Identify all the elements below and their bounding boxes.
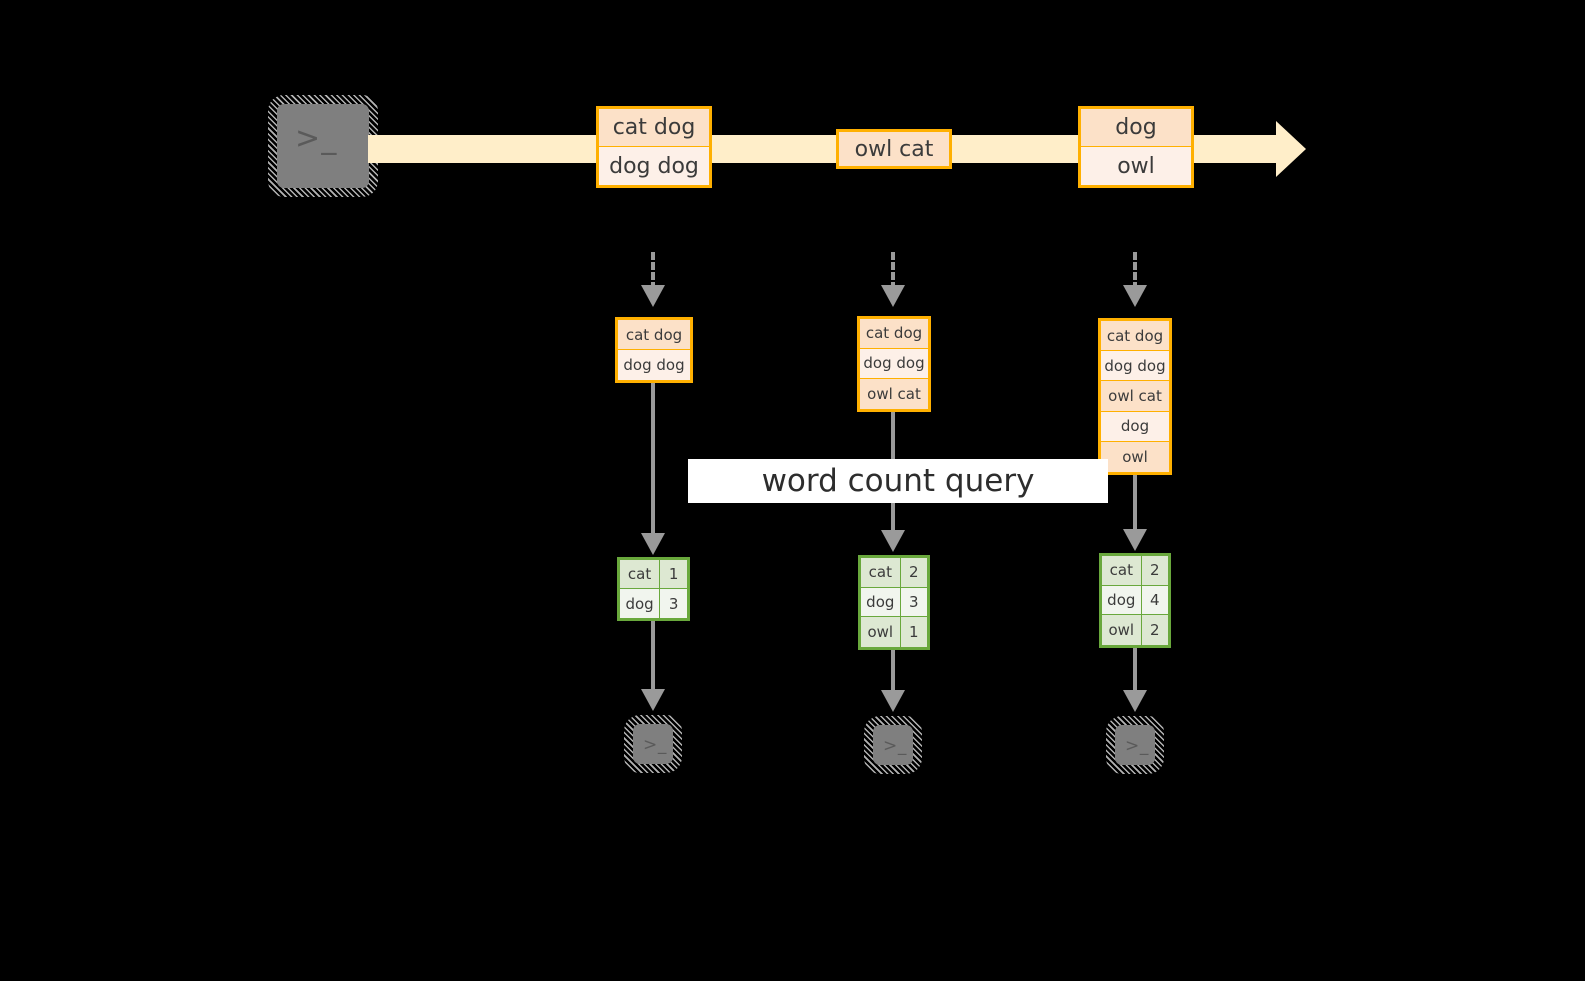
record-line: cat dog: [599, 109, 709, 147]
dashed-connector-2: [891, 252, 895, 290]
terminal-prompt-glyph: >_: [643, 735, 668, 755]
table-row: dog dog: [1101, 351, 1169, 382]
result-count: 1: [900, 617, 927, 647]
record-line: owl cat: [839, 132, 949, 166]
table-row: owl 1: [861, 617, 927, 647]
result-count: 2: [1141, 556, 1168, 585]
snapshot-2-input-table: cat dog dog dog owl cat: [857, 316, 931, 412]
snapshot-3-result-table: cat 2 dog 4 owl 2: [1099, 553, 1171, 648]
table-row: owl: [1101, 441, 1169, 472]
sink-connector-2-arrowhead: [881, 690, 905, 712]
terminal-screen: [1115, 725, 1155, 765]
stream-batch-2: owl cat: [836, 129, 952, 169]
caption-label: word count query: [761, 463, 1035, 499]
result-word: dog: [861, 587, 901, 617]
table-row: dog 4: [1102, 585, 1168, 616]
query-connector-3: [1133, 475, 1137, 535]
dashed-connector-1: [651, 252, 655, 290]
snapshot-2-result-table: cat 2 dog 3 owl 1: [858, 555, 930, 650]
snapshot-3-sink-terminal-icon: >_: [1106, 716, 1164, 774]
result-word: dog: [1102, 585, 1142, 615]
sink-connector-2: [891, 650, 895, 696]
terminal-prompt-glyph: >_: [883, 736, 908, 756]
result-word: cat: [620, 560, 661, 588]
table-row: cat dog: [618, 320, 690, 350]
result-word: cat: [861, 558, 901, 587]
terminal-prompt-glyph: >_: [295, 121, 338, 156]
snapshot-1-result-table: cat 1 dog 3: [617, 557, 690, 621]
source-terminal-icon: >_: [268, 95, 378, 197]
result-word: owl: [861, 617, 901, 647]
table-row: dog: [1101, 411, 1169, 442]
query-connector-3-arrowhead: [1123, 529, 1147, 551]
record-line: owl: [1081, 147, 1191, 185]
table-row: owl cat: [860, 378, 928, 409]
result-word: dog: [620, 589, 661, 618]
stream-batch-3: dog owl: [1078, 106, 1194, 188]
snapshot-3-input-table: cat dog dog dog owl cat dog owl: [1098, 318, 1172, 475]
table-row: dog dog: [618, 350, 690, 380]
snapshot-2-sink-terminal-icon: >_: [864, 716, 922, 774]
table-row: cat dog: [860, 319, 928, 349]
terminal-prompt-glyph: >_: [1125, 736, 1150, 756]
dashed-connector-3-arrowhead: [1123, 285, 1147, 307]
terminal-screen: [277, 104, 369, 188]
table-row: owl 2: [1102, 615, 1168, 645]
terminal-screen: [873, 725, 913, 765]
query-connector-1-arrowhead: [641, 533, 665, 555]
result-count: 1: [660, 560, 687, 588]
query-connector-1: [651, 383, 655, 539]
query-connector-2-arrowhead: [881, 530, 905, 552]
snapshot-1-sink-terminal-icon: >_: [624, 715, 682, 773]
table-row: cat dog: [1101, 321, 1169, 352]
result-count: 2: [900, 558, 927, 587]
table-row: cat 2: [1102, 556, 1168, 586]
sink-connector-3: [1133, 648, 1137, 696]
result-count: 2: [1141, 615, 1168, 645]
sink-connector-1-arrowhead: [641, 689, 665, 711]
result-count: 3: [660, 589, 687, 618]
table-row: cat 2: [861, 558, 927, 588]
table-row: dog 3: [861, 587, 927, 618]
table-row: cat 1: [620, 560, 687, 589]
result-word: owl: [1102, 615, 1142, 645]
table-row: dog 3: [620, 589, 687, 618]
terminal-screen: [633, 724, 673, 764]
dashed-connector-2-arrowhead: [881, 285, 905, 307]
record-line: dog: [1081, 109, 1191, 147]
sink-connector-3-arrowhead: [1123, 690, 1147, 712]
stream-batch-1: cat dog dog dog: [596, 106, 712, 188]
snapshot-1-input-table: cat dog dog dog: [615, 317, 693, 383]
dashed-connector-1-arrowhead: [641, 285, 665, 307]
dashed-connector-3: [1133, 252, 1137, 290]
word-count-query-caption: word count query: [688, 459, 1108, 503]
record-line: dog dog: [599, 147, 709, 185]
table-row: dog dog: [860, 348, 928, 379]
sink-connector-1: [651, 621, 655, 695]
table-row: owl cat: [1101, 381, 1169, 412]
stream-arrowhead: [1276, 121, 1306, 177]
result-count: 4: [1141, 585, 1168, 615]
result-word: cat: [1102, 556, 1142, 585]
result-count: 3: [900, 587, 927, 617]
